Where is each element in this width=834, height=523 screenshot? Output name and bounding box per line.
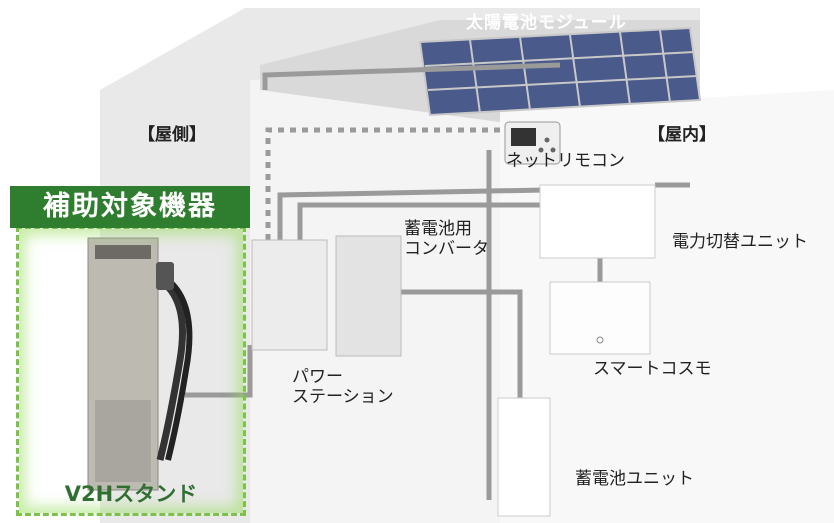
- battery-unit-label: 蓄電池ユニット: [575, 469, 694, 489]
- remote-wire: [265, 127, 505, 240]
- v2h-stand-device: [87, 237, 193, 491]
- outdoor-label: 【屋側】: [138, 125, 206, 145]
- network-remote-label: ネットリモコン: [506, 151, 625, 171]
- power-switch-unit-label: 電力切替ユニット: [672, 232, 808, 252]
- smart-cosmo-panel: [549, 281, 651, 355]
- battery-unit: [497, 397, 551, 517]
- power-station-label-line2: ステーション: [292, 387, 394, 407]
- network-remote-device: [504, 121, 561, 165]
- converter-label-line2: コンバータ: [404, 239, 489, 259]
- indoor-label: 【屋内】: [648, 125, 716, 145]
- power-station-label-line1: パワー: [292, 367, 343, 387]
- smart-cosmo-label: スマートコスモ: [593, 359, 712, 379]
- battery-converter-unit: [335, 235, 402, 357]
- smart-cosmo-indicator: [596, 336, 604, 344]
- solar-module-title: 太陽電池モジュール: [466, 13, 627, 33]
- solar-panels: [418, 26, 702, 117]
- subsidy-title: 補助対象機器: [10, 186, 250, 228]
- v2h-stand-label: V2Hスタンド: [64, 482, 198, 506]
- converter-label-line1: 蓄電池用: [404, 219, 472, 239]
- power-station-unit: [251, 239, 328, 351]
- wiring: [185, 62, 690, 500]
- subsidy-highlight-box: [16, 226, 246, 516]
- power-switch-unit: [539, 184, 656, 259]
